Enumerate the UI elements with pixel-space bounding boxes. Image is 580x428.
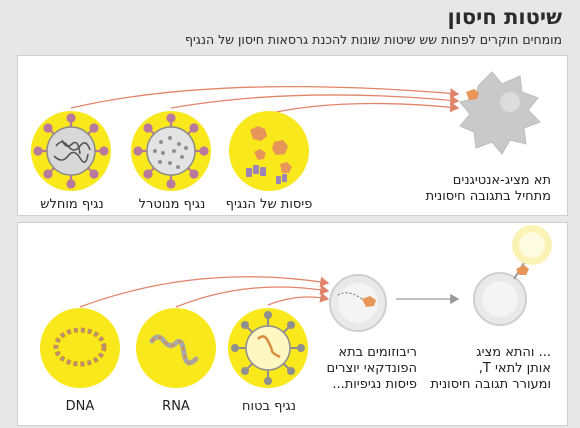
bottom-panel: DNA RNA נגיף בטוח ריבוזומים בתא הפונדקאי… xyxy=(17,222,568,426)
label-tcell: ... והתא מציג אותן לתאי T, ומעורר תגובה … xyxy=(431,345,551,393)
antigen-presenting-cell-icon xyxy=(459,71,541,155)
host-cell-icon xyxy=(329,274,387,332)
arrow-inactivated xyxy=(170,94,460,109)
label-ribosomes-line2: הפונדקאי יוצרים xyxy=(326,361,417,376)
inactivated-virus-icon xyxy=(131,111,211,191)
label-rna: RNA xyxy=(162,399,190,414)
label-apc: תא מציג-אנטיגנים מתחיל בתגובה חיסונית xyxy=(426,173,551,205)
label-inactivated-virus: נגיף מנוטרל xyxy=(138,197,206,212)
label-ribosomes-line1: ריבוזומים בתא xyxy=(338,345,417,360)
page-subtitle: מומחים חוקרים לפחות שש שיטות שונות להכנת… xyxy=(185,32,562,47)
arrow-rna xyxy=(175,284,330,308)
label-virus-pieces: פיסות של הנגיף xyxy=(225,197,313,212)
label-ribosomes-line3: פיסות נגיפיות... xyxy=(332,377,417,392)
label-tcell-line2: אותן לתאי T, xyxy=(478,361,551,376)
t-cell-icon xyxy=(473,225,552,326)
top-panel-diagram xyxy=(31,71,541,191)
top-panel: נגיף מוחלש נגיף מנוטרל פיסות של הנגיף תא… xyxy=(17,55,568,216)
page-title: שיטות חיסון xyxy=(447,5,562,29)
label-ribosomes: ריבוזומים בתא הפונדקאי יוצרים פיסות נגיפ… xyxy=(327,345,417,393)
arrow-attenuated xyxy=(70,85,460,109)
arrow-safe-virus xyxy=(267,292,330,306)
dna-icon xyxy=(40,308,120,388)
label-safe-virus: נגיף בטוח xyxy=(242,399,296,414)
label-apc-line2: מתחיל בתגובה חיסונית xyxy=(425,189,551,204)
label-tcell-line3: ומעורר תגובה חיסונית xyxy=(430,377,551,392)
arrow-dna xyxy=(79,276,330,308)
virus-pieces-icon xyxy=(229,111,309,191)
label-apc-line1: תא מציג-אנטיגנים xyxy=(452,173,551,188)
arrow-pieces xyxy=(257,102,460,117)
attenuated-virus-icon xyxy=(31,111,111,191)
bottom-panel-diagram xyxy=(40,225,552,388)
rna-icon xyxy=(136,308,216,388)
label-dna: DNA xyxy=(65,399,95,414)
label-tcell-line1: ... והתא מציג xyxy=(476,345,551,360)
label-attenuated-virus: נגיף מוחלש xyxy=(40,197,104,212)
safe-virus-icon xyxy=(228,308,308,388)
